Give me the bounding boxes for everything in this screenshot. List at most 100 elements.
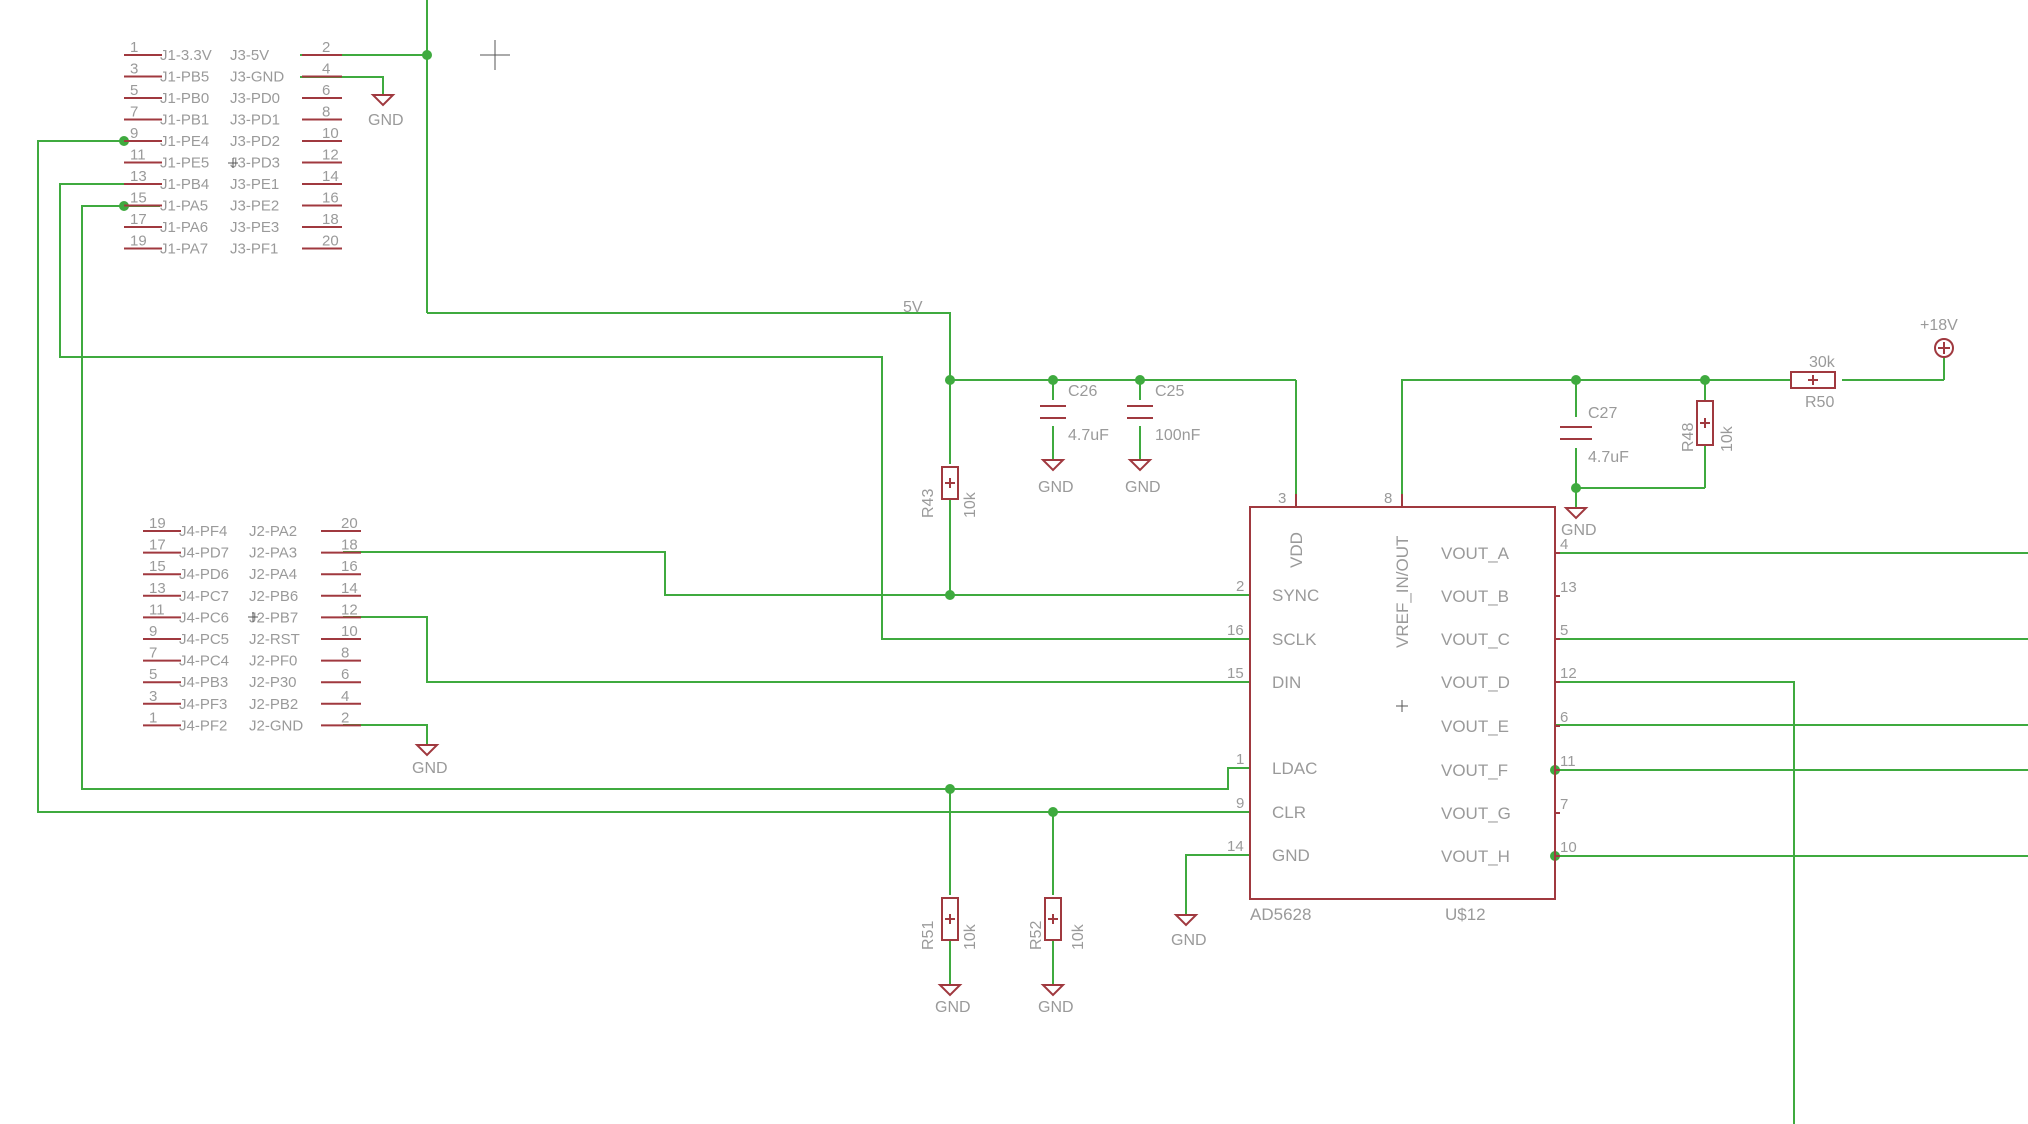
j4-j2-left-pin-num: 5 [149,666,157,683]
ic-right-pin-name: VOUT_F [1441,761,1508,780]
resistor-r50: 30k R50 [1790,354,1836,411]
j1-j3-left-pin-num: 5 [130,82,138,99]
ic-right-pin-num: 5 [1560,622,1568,639]
j4-j2-left-pin-name: J4-PC5 [179,631,229,648]
ground-icon [414,744,440,757]
j4-j2-right-pin-name: J2-PB6 [249,588,298,605]
c25-name: C25 [1155,383,1184,400]
j4-j2-left-pin-name: J4-PF2 [179,717,227,734]
j4-j2-left-pin-num: 3 [149,688,157,705]
j4-j2-right-pin-name: J2-PA2 [249,523,297,540]
r52-name: R52 [1028,921,1045,950]
capacitor-c27: C27 4.7uF [1560,405,1629,466]
gnd-label: GND [1561,522,1597,539]
r48-value: 10k [1719,425,1736,452]
j1-j3-left-pin-num: 11 [130,147,146,164]
ic-right-pin-name: VOUT_E [1441,717,1509,736]
resistor-r52: R52 10k [1028,897,1087,950]
cursor-crosshair-icon [480,40,510,70]
ic-left-pin-name: SCLK [1272,630,1317,649]
ic-left-pin-num: 16 [1227,622,1244,639]
j4-j2-left-pin-num: 13 [149,580,166,597]
j4-j2-left-pin-name: J4-PF4 [179,523,227,540]
j4-j2-left-pin-name: J4-PC4 [179,653,229,670]
j4-j2-left-pin-num: 9 [149,623,157,640]
ic-right-pin-name: VOUT_D [1441,673,1510,692]
r48-name: R48 [1680,423,1697,452]
resistor-r48: R48 10k [1680,400,1736,452]
ic-right-pin-num: 6 [1560,709,1568,726]
ground-icon [937,984,963,997]
j1-j3-left-pin-num: 7 [130,104,138,121]
gnd-label: GND [1038,479,1074,496]
j4-j2-left-pin-name: J4-PB3 [179,674,228,691]
ic-left-pin-name: DIN [1272,673,1301,692]
resistor-r43: R43 10k [920,466,979,518]
j1-j3-right-pin-name: J3-PD3 [230,155,280,172]
j4-j2-right-pin-name: J2-PB2 [249,696,298,713]
j4-j2-left-pin-name: J4-PF3 [179,696,227,713]
r50-value: 30k [1809,354,1836,371]
net-label-18v: +18V [1920,317,1958,334]
j1-j3-left-pin-name: J1-PB1 [160,112,209,129]
j1-j3-left-pin-name: J1-PA6 [160,219,208,236]
capacitor-c25: C25 100nF [1127,383,1201,444]
r50-name: R50 [1805,394,1834,411]
j4-j2-right-pin-name: J2-PB7 [249,609,298,626]
j4-j2-left-pin-num: 7 [149,645,157,662]
c26-value: 4.7uF [1068,427,1109,444]
j1-j3-right-pin-num: 10 [322,125,339,142]
j1-j3-left-pin-num: 3 [130,61,138,78]
ic-right-pin-num: 11 [1560,753,1576,770]
j1-j3-right-pin-name: J3-GND [230,69,284,86]
ground-icon [1040,459,1066,472]
j1-j3-left-pin-name: J1-PA7 [160,241,208,258]
j4-j2-right-pin-name: J2-RST [249,631,300,648]
j1-j3-right-pin-num: 14 [322,168,339,185]
j1-j3-right-pin-name: J3-PD2 [230,133,280,150]
gnd-label: GND [1171,932,1207,949]
j1-j3-right-pin-num: 6 [322,82,330,99]
ic-left-pin-name: GND [1272,846,1310,865]
j1-j3-right-pin-name: J3-PF1 [230,241,278,258]
r51-value: 10k [962,923,979,950]
gnd-label: GND [1038,999,1074,1016]
j4-j2-left-pin-num: 11 [149,601,165,618]
r43-name: R43 [920,489,937,518]
ic-right-pin-num: 13 [1560,579,1577,596]
c27-name: C27 [1588,405,1617,422]
j1-j3-right-pin-num: 20 [322,233,339,250]
junction-dots [119,50,1710,861]
ic-left-pin-name: LDAC [1272,759,1317,778]
j4-j2-right-pin-num: 4 [341,688,349,705]
capacitor-c26: C26 4.7uF [1040,383,1109,444]
gnd-label: GND [935,999,971,1016]
j1-j3-right-pin-num: 4 [322,61,330,78]
c25-value: 100nF [1155,427,1201,444]
ground-icon [1127,459,1153,472]
j1-j3-left-pin-name: J1-PE4 [160,133,209,150]
j1-j3-right-pin-name: J3-PD1 [230,112,280,129]
ic-right-pin-name: VOUT_A [1441,544,1510,563]
j4-j2-left-pin-name: J4-PD7 [179,545,229,562]
ic-pin-name-vdd: VDD [1287,532,1306,568]
ic-right-pin-num: 10 [1560,839,1577,856]
j1-j3-right-pin-name: J3-5V [230,47,269,64]
j1-j3-left-pin-num: 15 [130,190,147,207]
j1-j3-left-pin-num: 19 [130,233,147,250]
r51-name: R51 [920,921,937,950]
ic-right-pin-num: 4 [1560,536,1568,553]
j1-j3-left-pin-name: J1-3.3V [160,47,212,64]
j1-j3-left-pin-num: 1 [130,39,138,56]
ic-pin-num-vref: 8 [1384,490,1392,507]
j4-j2-right-pin-num: 14 [341,580,358,597]
gnd-label: GND [368,112,404,129]
j1-j3-left-pin-num: 9 [130,125,138,142]
ic-left-pin-name: CLR [1272,803,1306,822]
j4-j2-right-pin-num: 8 [341,645,349,662]
j4-j2-right-pin-name: J2-PA3 [249,545,297,562]
wires [37,0,2028,1124]
j4-j2-right-pin-name: J2-P30 [249,674,297,691]
j1-j3-right-pin-name: J3-PE1 [230,176,279,193]
